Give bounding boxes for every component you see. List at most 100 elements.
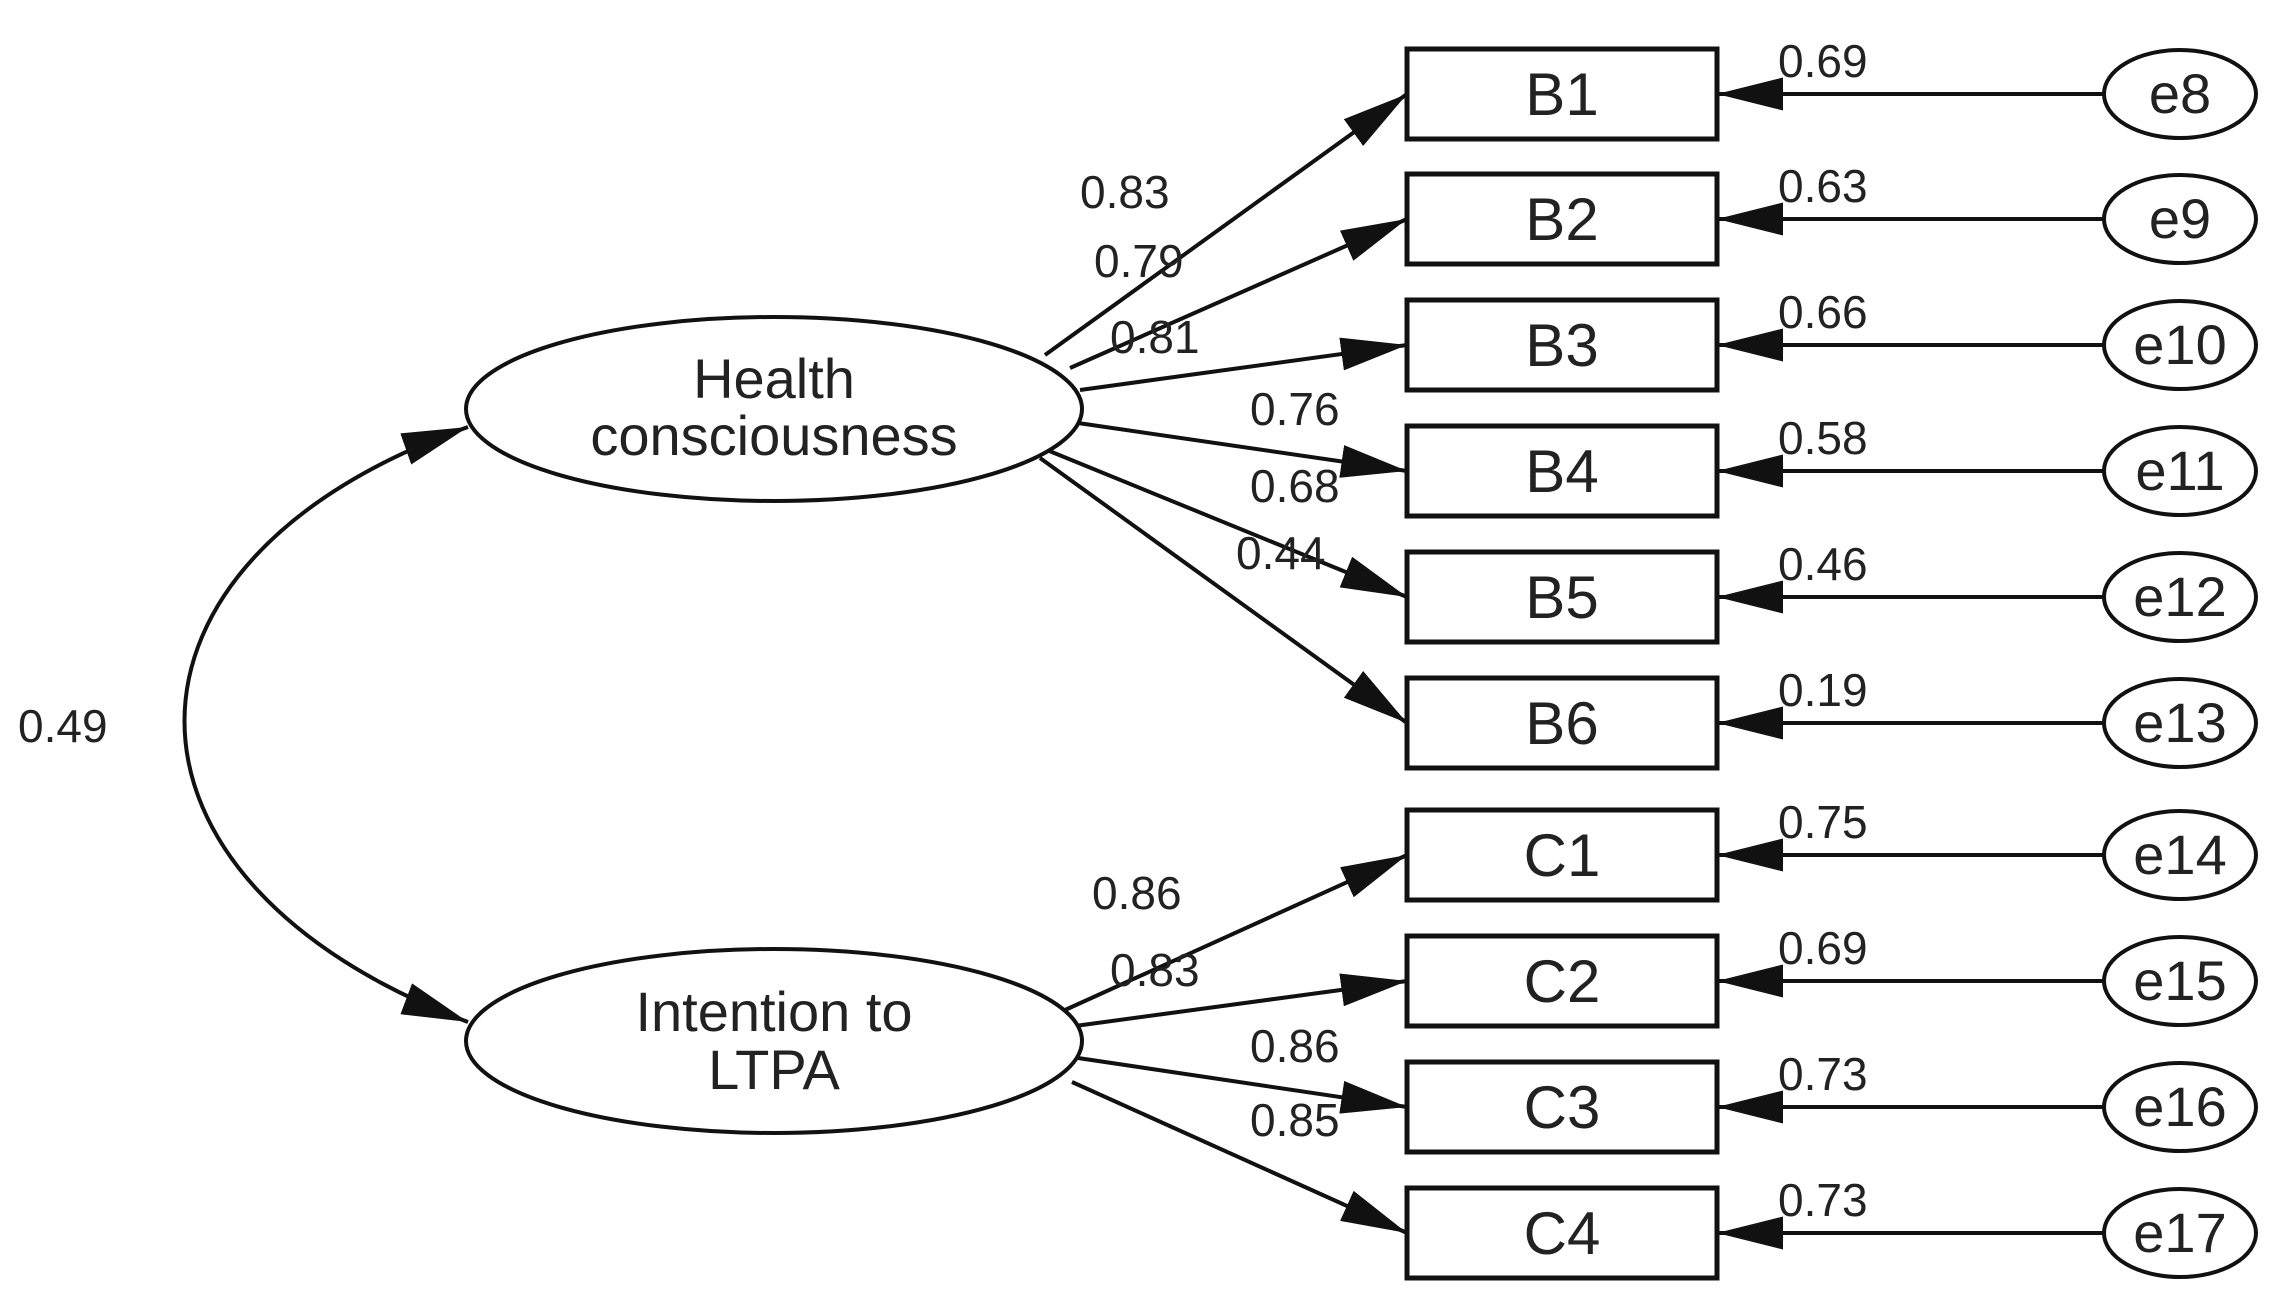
error-loading-label-e9: 0.63 xyxy=(1778,160,1868,212)
error-label: e11 xyxy=(2135,439,2224,502)
loading-path-c3 xyxy=(1077,1056,1408,1114)
error-ellipse xyxy=(2102,173,2258,265)
indicator-b6: B6 xyxy=(1404,675,1720,771)
loading-path-c1 xyxy=(1064,853,1408,1012)
error-term-e12: e12 xyxy=(2102,551,2258,643)
loading-path-c4 xyxy=(1071,1080,1408,1235)
indicator-label: B5 xyxy=(1525,564,1598,631)
indicator-box xyxy=(1404,297,1720,393)
error-loading-label-e14: 0.75 xyxy=(1778,796,1868,848)
error-ellipse xyxy=(2102,935,2258,1027)
error-term-e13: e13 xyxy=(2102,677,2258,769)
loading-label-b6: 0.44 xyxy=(1236,527,1326,579)
indicator-box xyxy=(1404,171,1720,267)
error-ellipse xyxy=(2102,1061,2258,1153)
indicator-label: B2 xyxy=(1525,186,1598,253)
latent-label-line-1: Intention to xyxy=(635,980,912,1043)
error-label: e17 xyxy=(2133,1201,2226,1264)
indicator-box xyxy=(1404,549,1720,645)
indicator-label: B6 xyxy=(1525,690,1598,757)
error-ellipse xyxy=(2102,425,2258,517)
indicator-label: B1 xyxy=(1525,61,1598,128)
loading-label-b5: 0.68 xyxy=(1250,460,1340,512)
indicator-c4: C4 xyxy=(1404,1185,1720,1281)
loading-label-c1: 0.86 xyxy=(1092,867,1182,919)
error-term-e10: e10 xyxy=(2102,299,2258,391)
loading-label-b2: 0.79 xyxy=(1094,235,1184,287)
loading-path-b3 xyxy=(1079,337,1408,392)
indicator-c2: C2 xyxy=(1404,933,1720,1029)
error-ellipse xyxy=(2102,1187,2258,1279)
loading-path-c2 xyxy=(1074,973,1408,1028)
error-label: e12 xyxy=(2133,565,2226,628)
indicator-box xyxy=(1404,675,1720,771)
error-label: e9 xyxy=(2149,187,2211,250)
error-loading-label-e15: 0.69 xyxy=(1778,922,1868,974)
loading-path-b2 xyxy=(1069,217,1408,370)
indicator-b5: B5 xyxy=(1404,549,1720,645)
correlation-label: 0.49 xyxy=(18,700,108,752)
error-loading-label-e12: 0.46 xyxy=(1778,538,1868,590)
loading-label-c3: 0.86 xyxy=(1250,1020,1340,1072)
error-label: e10 xyxy=(2133,313,2226,376)
latent-label-line-1: Health xyxy=(693,347,855,410)
error-term-e11: e11 xyxy=(2102,425,2258,517)
loading-label-c4: 0.85 xyxy=(1250,1094,1340,1146)
error-term-e8: e8 xyxy=(2102,48,2258,140)
loading-path-b6 xyxy=(1038,456,1409,725)
loading-label-b4: 0.76 xyxy=(1250,383,1340,435)
loading-path-b5 xyxy=(1041,446,1408,599)
error-term-e9: e9 xyxy=(2102,173,2258,265)
error-label: e14 xyxy=(2133,823,2226,886)
error-loading-label-e16: 0.73 xyxy=(1778,1048,1868,1100)
latent-ellipse xyxy=(464,315,1084,503)
indicator-label: B3 xyxy=(1525,312,1598,379)
indicator-b2: B2 xyxy=(1404,171,1720,267)
indicator-b3: B3 xyxy=(1404,297,1720,393)
error-ellipse xyxy=(2102,677,2258,769)
indicator-b4: B4 xyxy=(1404,423,1720,519)
indicator-box xyxy=(1404,807,1720,903)
loading-label-b1: 0.83 xyxy=(1080,166,1170,218)
paths-layer: 0.83 0.69 0.79 0.63 0.81 0.66 0.76 0.58 0.68 0.46… xyxy=(1038,35,2104,1250)
loading-label-c2: 0.83 xyxy=(1110,944,1200,996)
error-loading-label-e10: 0.66 xyxy=(1778,286,1868,338)
indicator-box xyxy=(1404,46,1720,142)
loading-path-b1 xyxy=(1043,92,1409,357)
latent-label-line-2: consciousness xyxy=(590,404,957,467)
error-term-e15: e15 xyxy=(2102,935,2258,1027)
error-ellipse xyxy=(2102,809,2258,901)
error-label: e15 xyxy=(2133,949,2226,1012)
indicator-label: C4 xyxy=(1524,1200,1601,1267)
error-ellipse xyxy=(2102,299,2258,391)
error-ellipse xyxy=(2102,551,2258,643)
error-term-e14: e14 xyxy=(2102,809,2258,901)
loading-path-b4 xyxy=(1077,421,1408,478)
correlation-arc xyxy=(182,425,469,1024)
error-loading-label-e11: 0.58 xyxy=(1778,412,1868,464)
error-term-e16: e16 xyxy=(2102,1061,2258,1153)
error-ellipse xyxy=(2102,48,2258,140)
indicator-box xyxy=(1404,423,1720,519)
indicator-label: C3 xyxy=(1524,1074,1601,1141)
error-loading-label-e13: 0.19 xyxy=(1778,664,1868,716)
error-label: e8 xyxy=(2149,62,2211,125)
error-label: e13 xyxy=(2133,691,2226,754)
latent-ellipse xyxy=(464,947,1084,1135)
indicator-label: C1 xyxy=(1524,822,1601,889)
latent-intention-to-ltpa: Intention to LTPA xyxy=(464,947,1084,1135)
loading-label-b3: 0.81 xyxy=(1110,311,1200,363)
indicator-c3: C3 xyxy=(1404,1059,1720,1155)
indicator-box xyxy=(1404,1059,1720,1155)
indicator-label: B4 xyxy=(1525,438,1598,505)
indicator-b1: B1 xyxy=(1404,46,1720,142)
indicator-c1: C1 xyxy=(1404,807,1720,903)
indicator-label: C2 xyxy=(1524,948,1601,1015)
latent-label-line-2: LTPA xyxy=(708,1038,840,1101)
error-label: e16 xyxy=(2133,1075,2226,1138)
error-loading-label-e17: 0.73 xyxy=(1778,1174,1868,1226)
indicator-box xyxy=(1404,1185,1720,1281)
error-loading-label-e8: 0.69 xyxy=(1778,35,1868,87)
